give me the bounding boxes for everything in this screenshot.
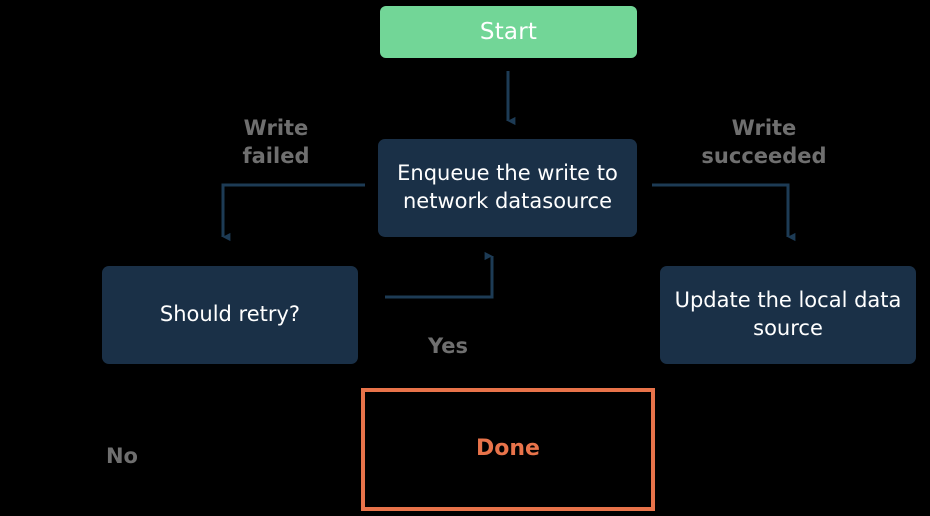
node-should-retry-label: Should retry? [159,302,301,327]
node-done[interactable]: Done [361,388,655,511]
node-start[interactable]: Start [380,6,637,58]
edge-enqueue-to-should-retry [221,183,365,242]
node-enqueue-write-label: Enqueue the write to network datasource [397,161,618,213]
edge-label-write-failed: Write failed [242,116,310,168]
node-start-label: Start [479,18,538,45]
edge-label-write-succeeded: Write succeeded [701,116,827,168]
node-update-local-datasource-label: Update the local data source [674,288,902,340]
node-should-retry[interactable]: Should retry? [102,266,358,364]
node-update-local-datasource[interactable]: Update the local data source [660,266,916,364]
edge-enqueue-to-update-local [652,183,796,242]
node-done-label: Done [476,436,540,462]
edge-label-no: No [105,444,138,468]
node-enqueue-write[interactable]: Enqueue the write to network datasource [378,139,637,237]
edge-label-yes: Yes [427,334,469,358]
edge-should-retry-to-enqueue [385,251,494,299]
